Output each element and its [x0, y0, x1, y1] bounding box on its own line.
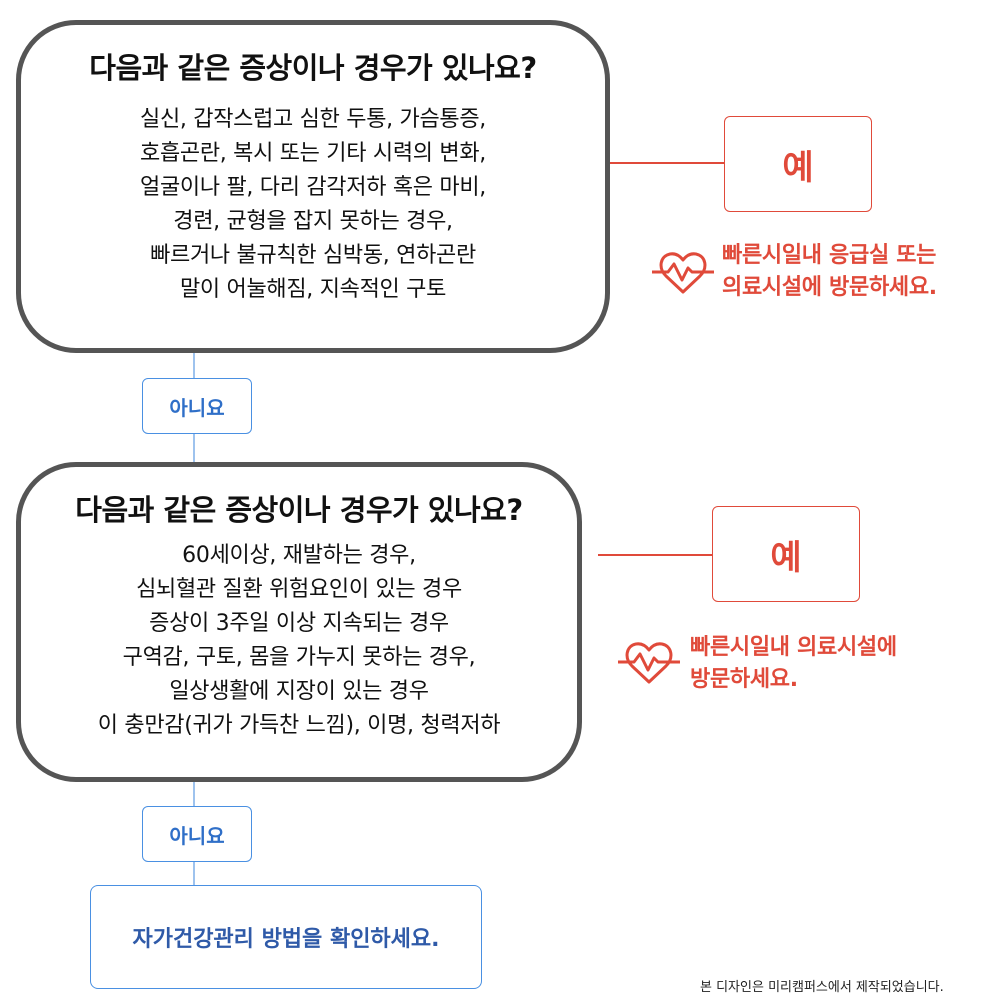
connector-step2-to-no	[193, 780, 195, 808]
symptom-line: 실신, 갑작스럽고 심한 두통, 가슴통증,	[140, 107, 486, 132]
question-box-2: 다음과 같은 증상이나 경우가 있나요? 60세이상, 재발하는 경우, 심뇌혈…	[16, 462, 582, 782]
question-title-2: 다음과 같은 증상이나 경우가 있나요?	[75, 493, 523, 527]
self-care-box[interactable]: 자가건강관리 방법을 확인하세요.	[90, 885, 482, 989]
connector-step1-to-no	[193, 350, 195, 378]
symptom-list-1: 실신, 갑작스럽고 심한 두통, 가슴통증, 호흡곤란, 복시 또는 기타 시력…	[21, 103, 605, 307]
connector-no-to-step2	[193, 433, 195, 463]
no-button-2[interactable]: 아니요	[142, 806, 252, 862]
symptom-line: 일상생활에 지장이 있는 경우	[169, 679, 429, 704]
question-title-1: 다음과 같은 증상이나 경우가 있나요?	[89, 51, 537, 85]
question-box-1: 다음과 같은 증상이나 경우가 있나요? 실신, 갑작스럽고 심한 두통, 가슴…	[16, 20, 610, 353]
design-credit: 본 디자인은 미리캠퍼스에서 제작되었습니다.	[700, 980, 944, 995]
symptom-line: 이 충만감(귀가 가득찬 느낌), 이명, 청력저하	[97, 713, 501, 738]
yes-advice-line: 방문하세요.	[690, 667, 798, 692]
heartbeat-icon	[650, 246, 716, 296]
yes-button-2[interactable]: 예	[712, 506, 860, 602]
yes-connector-1	[610, 162, 724, 164]
yes-advice-1: 빠른시일내 응급실 또는 의료시설에 방문하세요.	[722, 240, 937, 304]
symptom-line: 구역감, 구토, 몸을 가누지 못하는 경우,	[122, 645, 476, 670]
symptom-line: 얼굴이나 팔, 다리 감각저하 혹은 마비,	[140, 175, 486, 200]
symptom-line: 심뇌혈관 질환 위험요인이 있는 경우	[136, 577, 462, 602]
yes-advice-line: 의료시설에 방문하세요.	[722, 275, 937, 300]
no-button-1[interactable]: 아니요	[142, 378, 252, 434]
symptom-line: 말이 어눌해짐, 지속적인 구토	[179, 277, 447, 302]
symptom-line: 증상이 3주일 이상 지속되는 경우	[149, 611, 449, 636]
heartbeat-icon	[616, 636, 682, 686]
symptom-line: 빠르거나 불규칙한 심박동, 연하곤란	[150, 243, 476, 268]
yes-advice-2: 빠른시일내 의료시설에 방문하세요.	[690, 632, 897, 696]
connector-no-to-final	[193, 862, 195, 886]
yes-advice-line: 빠른시일내 응급실 또는	[722, 243, 937, 268]
symptom-line: 60세이상, 재발하는 경우,	[182, 543, 416, 568]
yes-connector-2	[598, 554, 712, 556]
yes-advice-line: 빠른시일내 의료시설에	[690, 635, 897, 660]
symptom-line: 호흡곤란, 복시 또는 기타 시력의 변화,	[140, 141, 486, 166]
symptom-list-2: 60세이상, 재발하는 경우, 심뇌혈관 질환 위험요인이 있는 경우 증상이 …	[21, 539, 577, 743]
yes-button-1[interactable]: 예	[724, 116, 872, 212]
symptom-line: 경련, 균형을 잡지 못하는 경우,	[173, 209, 453, 234]
